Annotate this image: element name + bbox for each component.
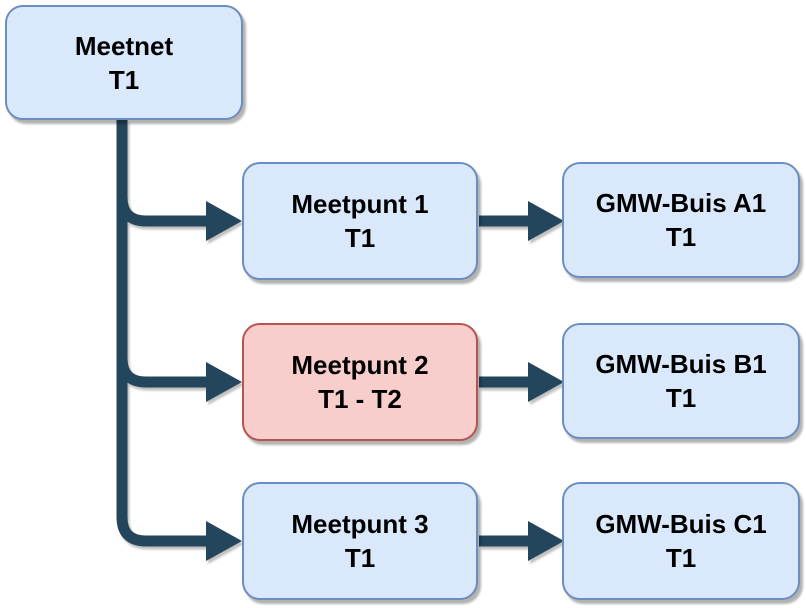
node-label-line1: Meetpunt 1 [291, 189, 429, 219]
node-gmw-buis-a1: GMW-Buis A1 T1 [562, 162, 800, 278]
arrowhead-icon [206, 362, 242, 402]
node-label-line2: T1 [344, 543, 376, 573]
edge-meetnet-to-meetpunt1 [116, 120, 242, 241]
node-label-line1: Meetnet [74, 30, 174, 61]
node-meetpunt-1: Meetpunt 1 T1 [242, 162, 478, 280]
edge-meetpunt2-to-gmw-buis-b1 [479, 362, 564, 402]
node-label-line2: T1 [665, 543, 697, 573]
node-meetnet: Meetnet T1 [5, 5, 243, 120]
node-label-line1: GMW-Buis A1 [595, 188, 767, 218]
edge-line [116, 120, 206, 547]
edge-meetpunt1-to-gmw-buis-a1 [479, 201, 564, 241]
edge-meetpunt3-to-gmw-buis-c1 [479, 521, 564, 561]
node-label-line2: T1 [344, 223, 376, 253]
edge-line [116, 120, 206, 388]
edge-line [116, 120, 206, 227]
node-label-line2: T1 [665, 383, 697, 413]
node-gmw-buis-c1: GMW-Buis C1 T1 [562, 482, 800, 600]
node-label-line1: Meetpunt 2 [291, 350, 429, 380]
edge-meetnet-to-meetpunt3 [116, 120, 242, 561]
node-label-line2: T1 [108, 64, 140, 95]
arrowhead-icon [528, 201, 564, 241]
node-label-line1: GMW-Buis C1 [595, 509, 767, 539]
node-label-line1: Meetpunt 3 [291, 509, 429, 539]
node-meetpunt-2: Meetpunt 2 T1 - T2 [242, 323, 478, 441]
node-gmw-buis-b1: GMW-Buis B1 T1 [562, 323, 800, 439]
node-label-line2: T1 [665, 222, 697, 252]
arrowhead-icon [206, 201, 242, 241]
arrowhead-icon [528, 362, 564, 402]
arrowhead-icon [206, 521, 242, 561]
arrowhead-icon [528, 521, 564, 561]
node-meetpunt-3: Meetpunt 3 T1 [242, 482, 478, 600]
node-label-line1: GMW-Buis B1 [595, 349, 767, 379]
edge-meetnet-to-meetpunt2 [116, 120, 242, 402]
node-label-line2: T1 - T2 [318, 384, 402, 414]
